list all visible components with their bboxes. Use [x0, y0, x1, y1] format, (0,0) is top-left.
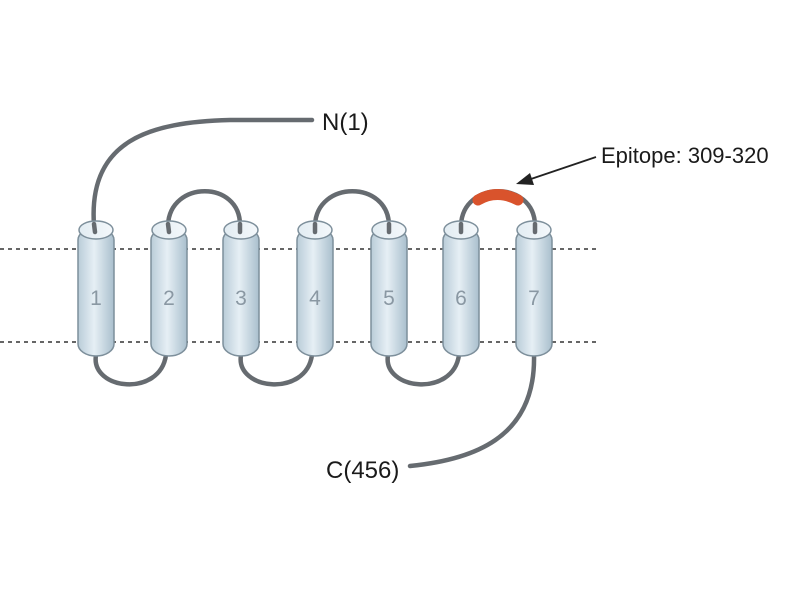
helix-3: 3 [222, 220, 260, 357]
helix-3-label: 3 [235, 287, 247, 310]
n-terminal-tail [91, 117, 315, 228]
epitope-label: Epitope: 309-320 [601, 143, 769, 168]
n-terminus-label: N(1) [322, 109, 369, 136]
helix-5-label: 5 [383, 287, 395, 310]
helix-6: 6 [442, 220, 480, 357]
helix-6-label: 6 [455, 287, 467, 310]
intracellular-loop-1 [93, 352, 169, 387]
extracellular-loop-2 [312, 189, 392, 228]
epitope-marker [472, 189, 524, 206]
extracellular-loop-1 [165, 189, 243, 228]
helix-7-label: 7 [528, 287, 540, 310]
epitope-arrow-head [516, 173, 534, 185]
helix-1: 1 [77, 220, 115, 357]
helix-2-label: 2 [163, 287, 175, 310]
helix-7: 7 [515, 220, 553, 357]
helix-2-top-stub [165, 221, 172, 235]
intracellular-loop-2 [238, 352, 315, 387]
helix-4-label: 4 [309, 287, 321, 310]
epitope-arrow-line [527, 156, 597, 181]
c-terminus-label: C(456) [326, 457, 399, 484]
helix-1-label: 1 [90, 287, 102, 310]
c-terminal-tail [407, 352, 537, 469]
helix-2: 2 [150, 220, 188, 357]
intracellular-loop-3 [385, 352, 462, 387]
helix-5: 5 [370, 220, 408, 357]
helix-4: 4 [296, 220, 334, 357]
helix-1-top-stub [91, 221, 98, 235]
